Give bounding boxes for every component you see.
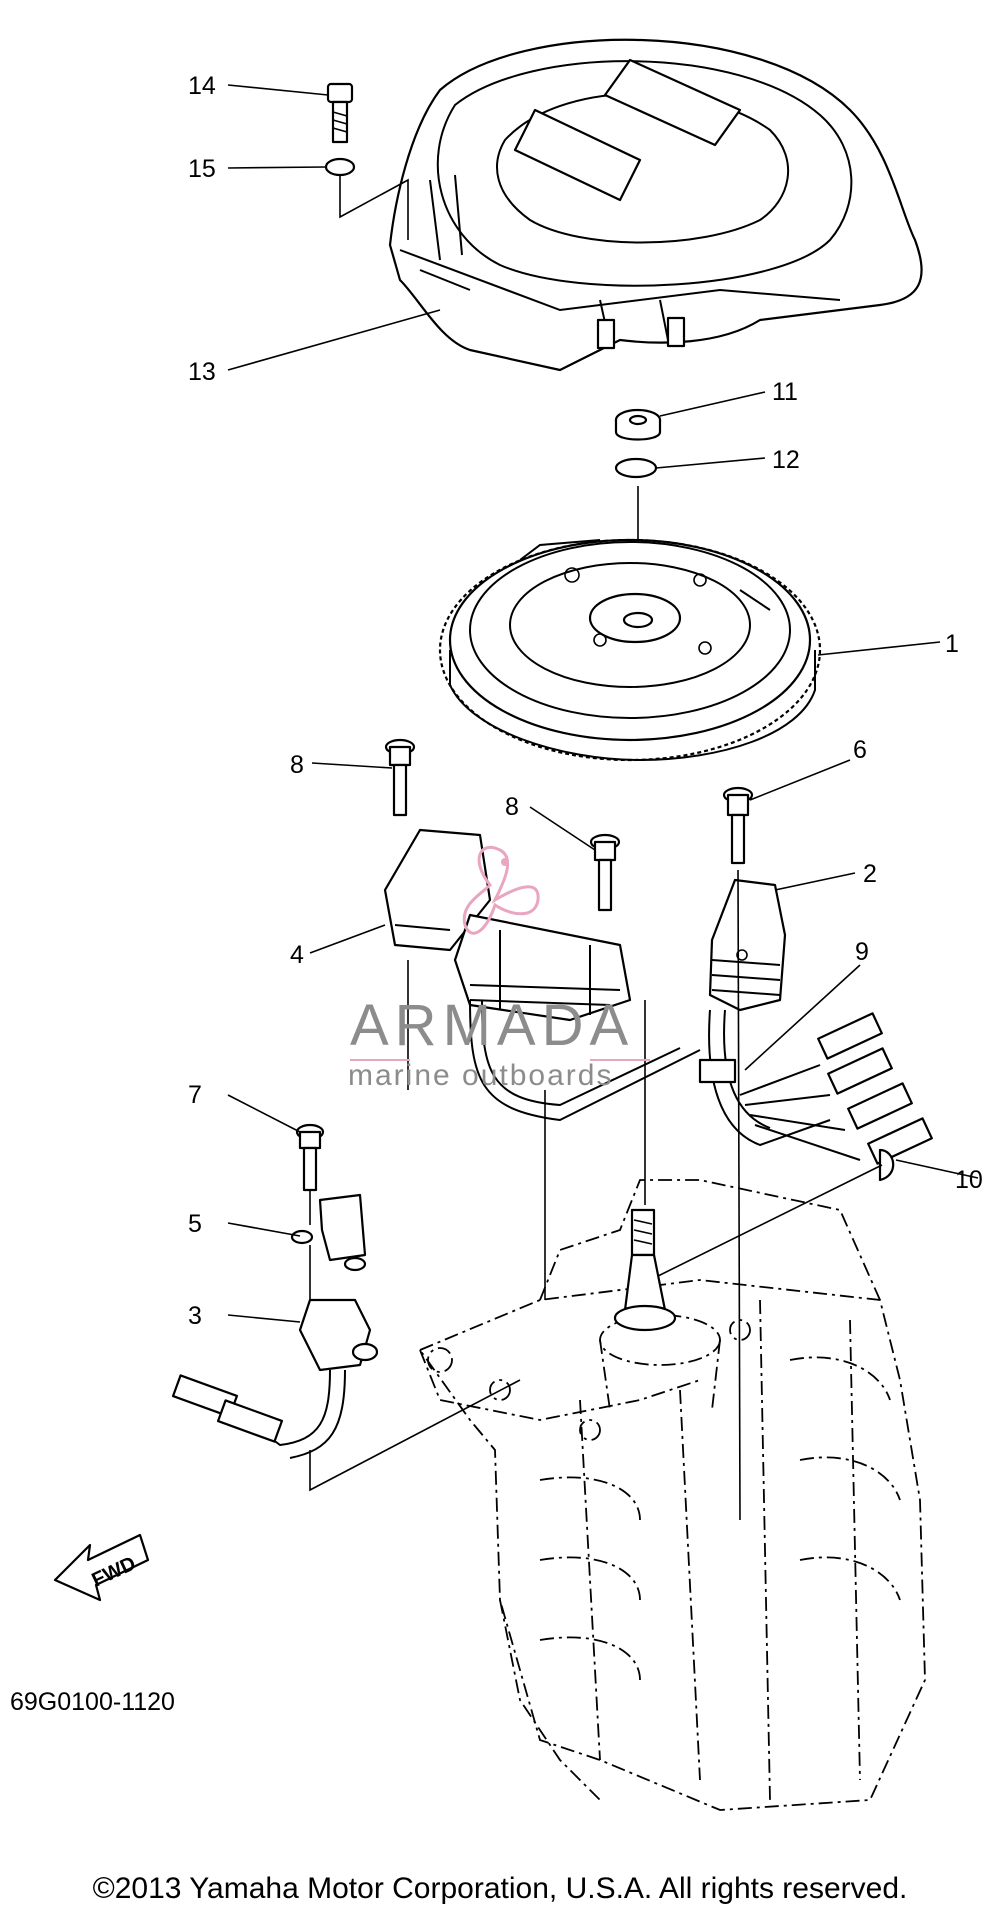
leader-lines <box>227 84 979 1323</box>
callout-14: 14 <box>188 72 216 100</box>
crankshaft-stub <box>613 1208 677 1332</box>
callout-8-left: 8 <box>290 751 304 779</box>
flywheel-cover-part-13 <box>388 38 923 372</box>
pulser-coil-part-2 <box>708 878 787 1012</box>
charge-coil-part-4 <box>383 828 632 1022</box>
wiring-part-9 <box>698 1009 933 1165</box>
callout-11: 11 <box>772 378 798 406</box>
callout-2: 2 <box>863 860 877 888</box>
callout-10: 10 <box>955 1166 983 1194</box>
cover-window-left <box>513 108 642 202</box>
callout-1: 1 <box>945 630 959 658</box>
callout-6: 6 <box>853 736 867 764</box>
armada-watermark: ARMADA marine outboards <box>348 846 650 1092</box>
bolt-part-8-right <box>589 833 621 912</box>
cover-window-right <box>603 58 742 147</box>
bolt-part-6 <box>722 786 754 865</box>
diagram-code: 69G0100-1120 <box>10 1688 175 1716</box>
clamp-part-5 <box>290 1193 367 1272</box>
callout-4: 4 <box>290 941 304 969</box>
flywheel-part-1 <box>438 538 822 762</box>
forward-direction-arrow: FWD <box>53 1533 150 1602</box>
watermark-tagline: marine outboards <box>348 1059 613 1092</box>
bolt-part-14 <box>326 82 354 144</box>
rectifier-part-3 <box>171 1298 379 1459</box>
callout-15: 15 <box>188 155 216 183</box>
power-head-reference <box>418 1179 926 1811</box>
callout-numbers: 14 15 13 11 12 1 6 2 8 8 4 9 10 7 5 3 <box>188 72 983 1330</box>
nut-part-11 <box>614 408 662 441</box>
watermark-brand: ARMADA <box>350 993 634 1058</box>
callout-7: 7 <box>188 1081 202 1109</box>
callout-12: 12 <box>772 446 800 474</box>
bolt-part-7 <box>295 1123 325 1192</box>
callout-9: 9 <box>855 938 869 966</box>
copyright-notice: ©2013 Yamaha Motor Corporation, U.S.A. A… <box>92 1872 908 1905</box>
bolt-part-8-left <box>384 738 416 817</box>
callout-5: 5 <box>188 1210 202 1238</box>
washer-part-15 <box>324 157 356 177</box>
callout-3: 3 <box>188 1302 202 1330</box>
callout-8-right: 8 <box>505 793 519 821</box>
woodruff-key-part-10 <box>878 1148 895 1182</box>
armada-logo-icon <box>462 846 540 935</box>
washer-part-12 <box>614 457 658 479</box>
callout-13: 13 <box>188 358 216 386</box>
